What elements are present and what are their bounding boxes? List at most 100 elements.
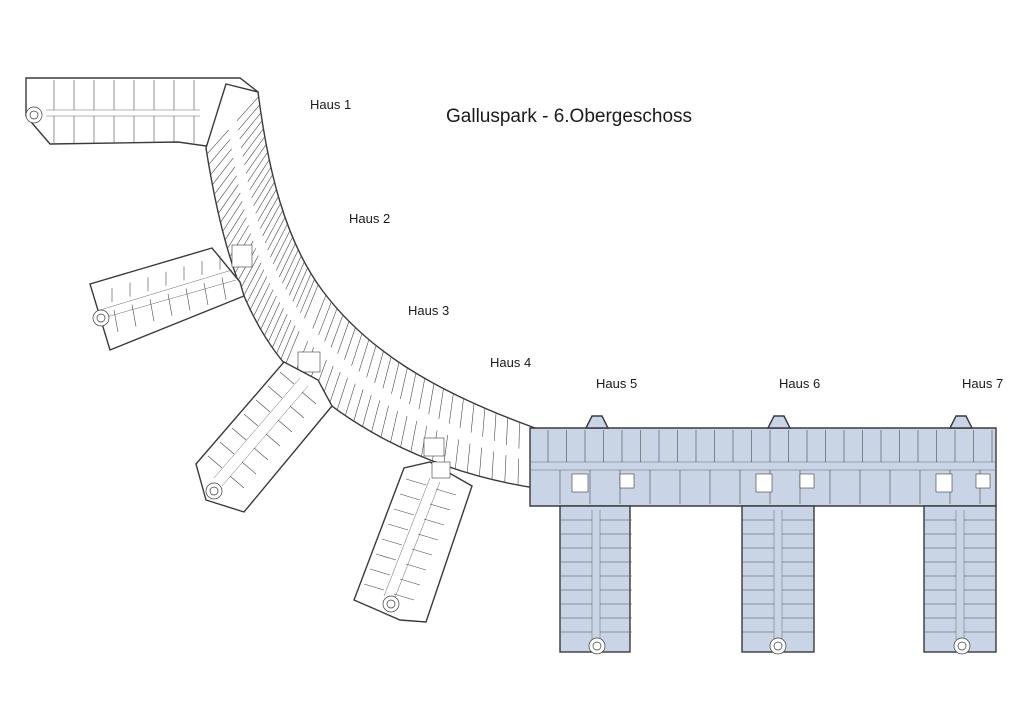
house-label-haus-3: Haus 3: [408, 303, 450, 318]
room-partition: [275, 237, 293, 271]
room-partition: [301, 391, 317, 405]
room-partition: [312, 295, 327, 329]
room-partition: [206, 129, 229, 155]
room-partition: [222, 201, 243, 232]
wing-haus-3: [195, 361, 333, 513]
room-partition: [479, 447, 482, 477]
building-core: [799, 473, 815, 489]
room-partition: [375, 553, 397, 561]
room-partition: [466, 443, 471, 473]
room-partition: [243, 262, 262, 296]
room-partition: [221, 385, 309, 487]
house-label-haus-6: Haus 6: [779, 376, 821, 391]
room-partition: [387, 523, 409, 531]
room-partition: [417, 533, 439, 541]
room-partition: [253, 447, 269, 461]
house-label-haus-7: Haus 7: [962, 376, 1004, 391]
room-partition: [428, 383, 435, 415]
room-partition: [374, 351, 384, 383]
room-partition: [393, 508, 415, 516]
room-partition: [240, 120, 263, 148]
house-label-haus-1: Haus 1: [310, 97, 352, 112]
room-partition: [231, 427, 247, 441]
room-partition: [366, 345, 377, 378]
room-partition: [219, 441, 235, 455]
room-partition: [438, 388, 444, 420]
room-partition: [423, 518, 445, 526]
room-partition: [518, 422, 520, 449]
room-partition: [400, 367, 408, 400]
room-partition: [405, 563, 427, 571]
room-partition: [220, 192, 241, 223]
house-label-haus-2: Haus 2: [349, 211, 391, 226]
room-partition: [253, 283, 271, 317]
room-partition: [113, 309, 119, 333]
room-partition: [344, 327, 356, 360]
room-partition: [393, 593, 415, 601]
room-partition: [257, 189, 277, 222]
room-partition: [329, 371, 341, 405]
room-partition: [241, 461, 257, 475]
room-partition: [358, 339, 370, 372]
room-partition: [99, 269, 233, 311]
room-partition: [382, 356, 392, 389]
room-partition: [251, 167, 272, 199]
room-partition: [435, 488, 457, 496]
room-partition: [185, 288, 191, 311]
room-partition: [255, 399, 271, 413]
room-partition: [351, 333, 363, 366]
room-partition: [203, 282, 209, 306]
room-partition: [383, 477, 431, 597]
room-partition: [318, 301, 332, 336]
room-partition: [276, 319, 292, 354]
room-partition: [292, 267, 308, 302]
room-partition: [288, 261, 305, 296]
room-partition: [267, 217, 286, 251]
room-partition: [264, 210, 283, 244]
room-partition: [369, 568, 391, 576]
building-core: [975, 473, 991, 489]
room-partition: [229, 475, 245, 489]
room-partition: [210, 148, 232, 175]
wing-haus-1: [25, 77, 260, 147]
room-partition: [482, 408, 486, 437]
room-partition: [238, 104, 260, 131]
room-partition: [296, 273, 312, 308]
room-partition: [400, 416, 408, 448]
room-partition: [429, 503, 451, 511]
room-partition: [270, 223, 288, 258]
room-partition: [255, 181, 275, 214]
room-partition: [411, 548, 433, 556]
room-partition: [216, 175, 237, 205]
room-partition: [259, 196, 279, 229]
room-partition: [448, 393, 454, 424]
room-partition: [272, 230, 291, 264]
room-partition: [363, 583, 385, 591]
room-partition: [207, 455, 223, 469]
room-partition: [227, 217, 247, 249]
room-partition: [262, 203, 281, 237]
room-partition: [409, 373, 417, 405]
room-partition: [212, 157, 234, 185]
room-partition: [260, 295, 277, 330]
room-partition: [278, 243, 296, 278]
room-partition: [239, 112, 262, 140]
house-label-haus-4: Haus 4: [490, 355, 532, 370]
room-partition: [256, 289, 274, 324]
room-partition: [393, 481, 441, 601]
room-partition: [253, 174, 273, 206]
room-partition: [247, 151, 268, 182]
room-partition: [517, 458, 519, 486]
room-partition: [345, 383, 356, 416]
curved-spine: [205, 83, 536, 489]
building-core: [423, 437, 445, 457]
room-partition: [131, 304, 137, 327]
room-partition: [240, 255, 259, 289]
room-partition: [249, 276, 268, 310]
room-partition: [221, 277, 227, 300]
room-partition: [459, 398, 464, 429]
leased-wing-haus-5-7: [529, 415, 997, 655]
room-partition: [381, 538, 403, 546]
room-partition: [272, 314, 288, 348]
room-partition: [213, 377, 301, 479]
